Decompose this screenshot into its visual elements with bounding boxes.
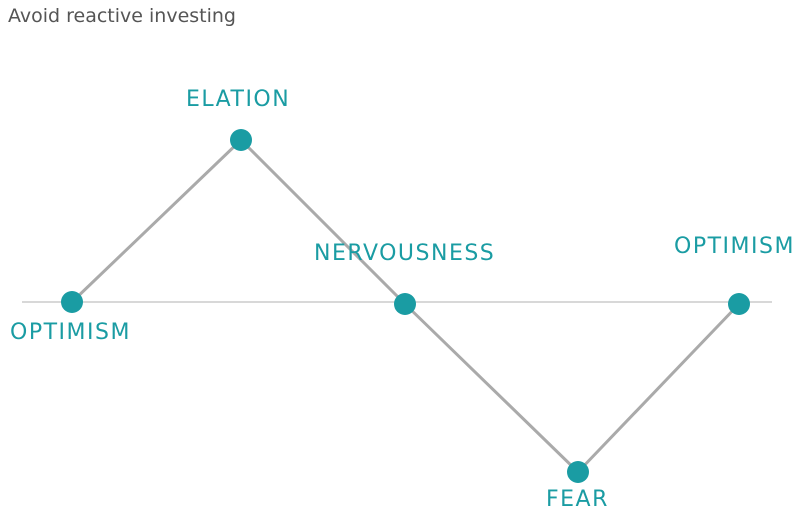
stage-marker-optimism-start	[61, 291, 83, 313]
stage-marker-nervousness	[394, 293, 416, 315]
stage-label-elation: ELATION	[186, 87, 290, 112]
stage-label-optimism-end: OPTIMISM	[674, 234, 795, 259]
stage-marker-optimism-end	[728, 293, 750, 315]
stage-marker-fear	[567, 461, 589, 483]
stage-label-fear: FEAR	[546, 487, 609, 510]
diagram-title: Avoid reactive investing	[8, 5, 236, 27]
stage-marker-elation	[230, 129, 252, 151]
stage-label-nervousness: NERVOUSNESS	[314, 241, 495, 266]
stage-label-optimism-start: OPTIMISM	[10, 320, 131, 345]
